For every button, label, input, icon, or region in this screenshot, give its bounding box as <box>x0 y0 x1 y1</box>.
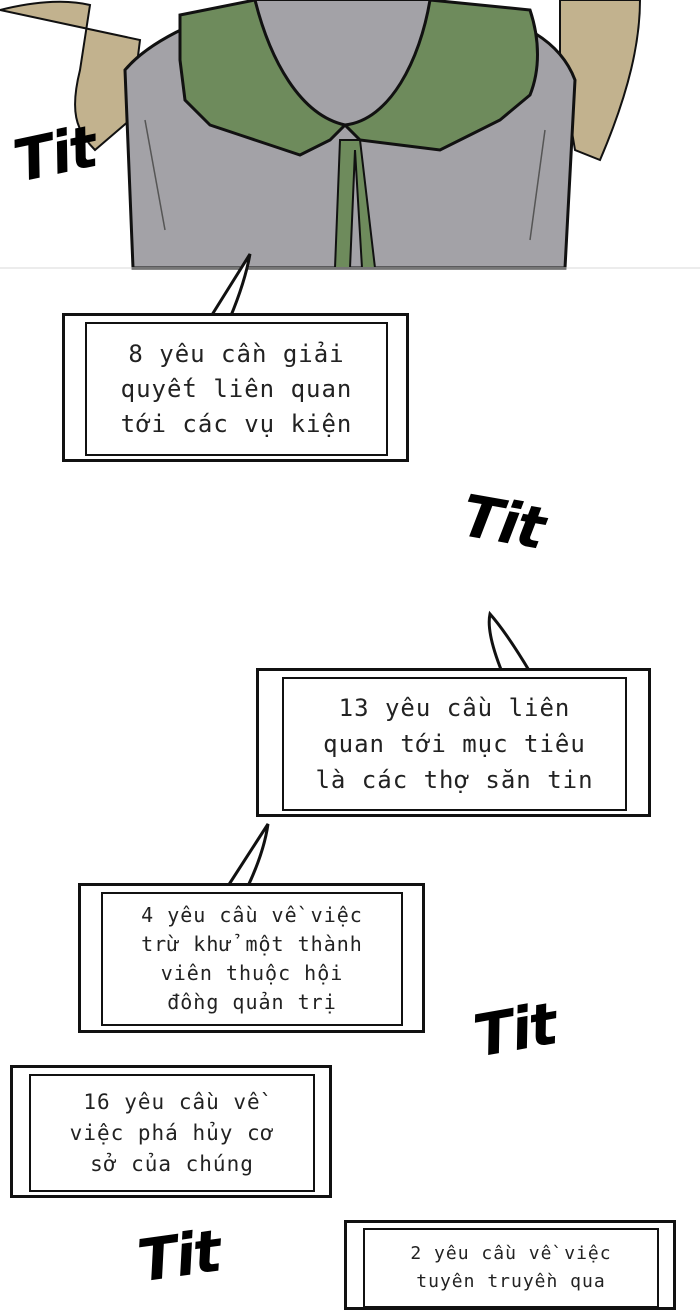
bubble-line: 4 yêu cầu về việc <box>141 903 363 927</box>
sfx-tit-3: Tit <box>468 989 561 1071</box>
bubble-line: tới các vụ kiện <box>120 409 353 438</box>
bubble-text-box: 8 yêu cần giải quyết liên quan tới các v… <box>85 322 388 456</box>
bubble-text-box: 2 yêu cầu về việc tuyên truyền qua <box>363 1228 659 1308</box>
speech-bubble-4: 16 yêu cầu về việc phá hủy cơ sở của chú… <box>10 1065 332 1198</box>
speech-bubble-2: 13 yêu cầu liên quan tới mục tiêu là các… <box>256 668 651 817</box>
bubble-line: 2 yêu cầu về việc <box>410 1243 612 1264</box>
bubble-line: quan tới mục tiêu <box>323 730 586 758</box>
bubble-text-box: 16 yêu cầu về việc phá hủy cơ sở của chú… <box>29 1074 315 1192</box>
speech-tail-1 <box>207 253 252 320</box>
character-illustration <box>0 0 700 270</box>
sfx-tit-4: Tit <box>133 1216 224 1296</box>
bubble-line: việc phá hủy cơ <box>69 1120 275 1145</box>
speech-bubble-1: 8 yêu cần giải quyết liên quan tới các v… <box>62 313 409 462</box>
bubble-line: là các thợ săn tin <box>315 766 594 794</box>
bubble-line: đồng quản trị <box>167 990 337 1014</box>
bubble-line: 8 yêu cần giải <box>128 339 345 368</box>
bubble-line: sở của chúng <box>90 1151 254 1176</box>
speech-tail-3 <box>225 823 270 888</box>
bubble-text-box: 13 yêu cầu liên quan tới mục tiêu là các… <box>282 677 627 811</box>
bubble-line: 16 yêu cầu về <box>83 1089 261 1114</box>
speech-tail-2 <box>487 610 533 674</box>
bubble-line: trừ khử một thành <box>141 932 363 956</box>
sfx-tit-2: Tit <box>456 481 549 563</box>
speech-bubble-3: 4 yêu cầu về việc trừ khử một thành viên… <box>78 883 425 1033</box>
bubble-line: quyết liên quan <box>120 374 353 403</box>
bubble-line: 13 yêu cầu liên <box>338 694 571 722</box>
bubble-line: viên thuộc hội <box>160 961 344 985</box>
bubble-line: tuyên truyền qua <box>416 1271 606 1292</box>
speech-bubble-5: 2 yêu cầu về việc tuyên truyền qua <box>344 1220 676 1310</box>
bubble-text-box: 4 yêu cầu về việc trừ khử một thành viên… <box>101 892 403 1026</box>
